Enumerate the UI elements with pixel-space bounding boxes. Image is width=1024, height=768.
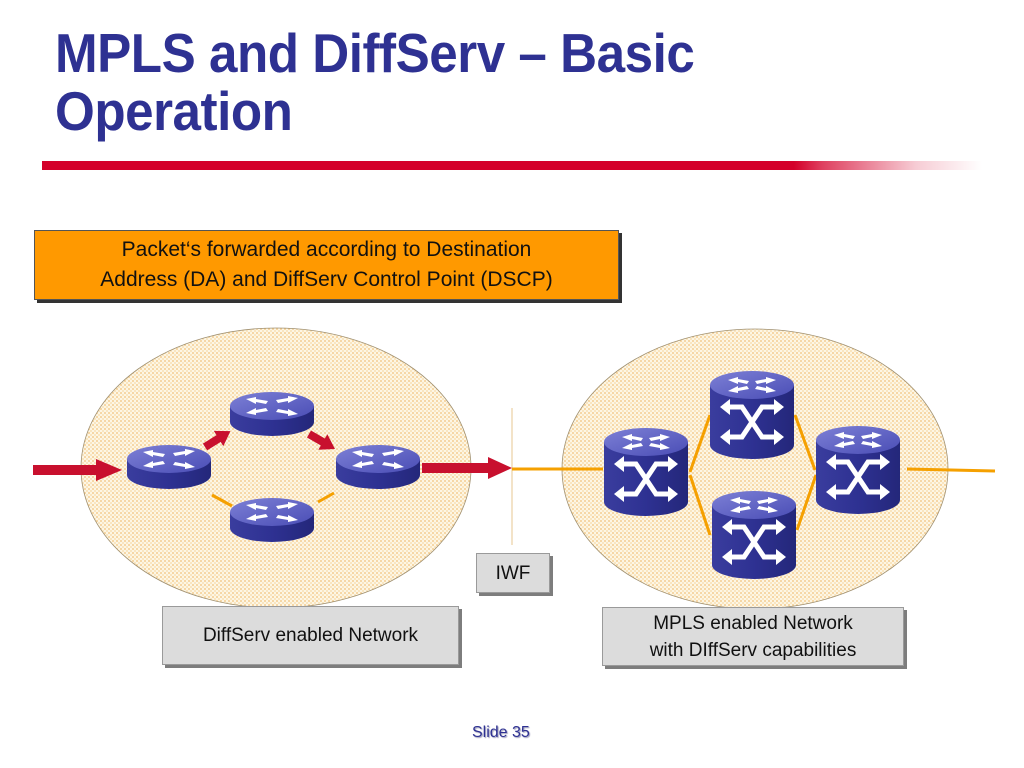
packet-path — [33, 430, 512, 481]
forwarding-callout: Packet‘s forwarded according to Destinat… — [34, 230, 619, 300]
link-bottom-egress — [317, 491, 335, 504]
lsr-icon-egress — [816, 426, 900, 514]
slide-number: Slide 35 — [472, 724, 530, 741]
arrow-ingress-to-top — [202, 430, 231, 451]
title-underline — [42, 161, 982, 170]
router-icon-ingress — [127, 445, 211, 489]
link-bottom-egress-lsr — [795, 474, 818, 531]
router-icon-top — [230, 392, 314, 436]
link-ingress-top-lsr — [688, 414, 712, 473]
link-egress-out — [906, 467, 996, 473]
slide-title: MPLS and DiffServ – Basic Operation — [55, 22, 695, 142]
title-line-1: MPLS and DiffServ – Basic — [55, 22, 695, 84]
link-top-egress-lsr — [793, 414, 817, 471]
diffserv-network-label: DiffServ enabled Network — [162, 606, 459, 665]
iwf-label: IWF — [476, 553, 550, 593]
lsr-icon-ingress — [604, 428, 688, 516]
lsr-icon-bottom — [712, 491, 796, 579]
mpls-network-label-line-2: with DIffServ capabilities — [649, 639, 857, 661]
outgoing-packet-arrow — [422, 457, 512, 479]
lsr-icon-top — [710, 371, 794, 459]
link-ingress-bottom — [211, 493, 233, 508]
callout-line-2: Address (DA) and DiffServ Control Point … — [100, 268, 553, 291]
router-icon-egress — [336, 445, 420, 489]
mpls-network-label-line-1: MPLS enabled Network — [653, 612, 853, 634]
link-ingress-bottom-lsr — [688, 474, 712, 536]
callout-line-1: Packet‘s forwarded according to Destinat… — [121, 238, 532, 261]
router-icon-bottom — [230, 498, 314, 542]
iwf-label-text: IWF — [495, 562, 531, 584]
arrow-top-to-egress — [307, 430, 335, 450]
incoming-packet-arrow — [33, 459, 122, 481]
diffserv-network-label-text: DiffServ enabled Network — [202, 625, 419, 646]
mpls-network-label: MPLS enabled Network with DIffServ capab… — [602, 607, 904, 666]
title-line-2: Operation — [55, 80, 293, 142]
